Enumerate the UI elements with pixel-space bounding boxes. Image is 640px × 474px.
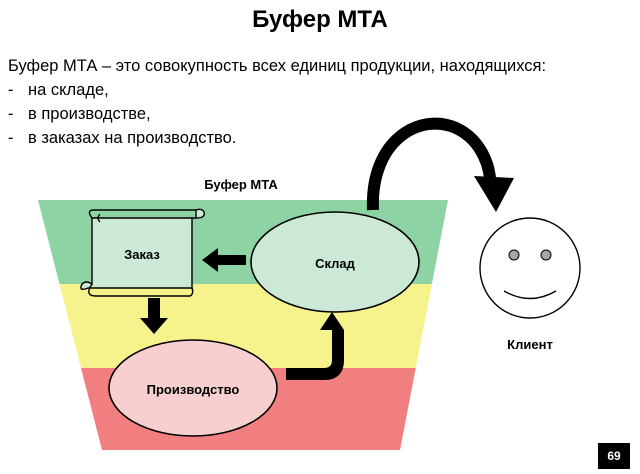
arrow-warehouse-to-client-shaft [366,117,496,211]
red-zone [38,368,448,450]
production-node [108,339,278,437]
funnel-label: Буфер МТА [204,177,278,192]
warehouse-node [250,211,420,313]
order-label: Заказ [124,247,160,262]
arrow-order-to-production [140,298,168,334]
warehouse-label: Склад [315,256,356,271]
bullet-dash: - [8,105,14,123]
order-scroll: Заказ [80,208,206,297]
client-smiley-icon [479,217,581,319]
bullet-item: -в заказах на производство. [8,126,236,150]
arrow-warehouse-to-order [202,248,246,272]
arrow-production-to-warehouse [286,312,344,380]
production-label: Производство [147,382,240,397]
bullet-list: -на складе, -в производстве, -в заказах … [8,78,236,150]
intro-text: Буфер МТА – это совокупность всех единиц… [8,57,547,75]
slide-title: Буфер МТА [252,6,388,33]
bullet-text: в производстве, [28,105,151,123]
bullet-dash: - [8,81,14,99]
bullet-text: в заказах на производство. [28,129,237,147]
page-number-badge: 69 [598,443,630,469]
bullet-item: -на складе, [8,78,236,102]
client-label: Клиент [507,337,553,352]
bullet-dash: - [8,129,14,147]
arrow-warehouse-to-client-head [474,176,514,212]
scroll-body [80,208,206,291]
bullet-text: на складе, [28,81,109,99]
bullet-item: -в производстве, [8,102,236,126]
